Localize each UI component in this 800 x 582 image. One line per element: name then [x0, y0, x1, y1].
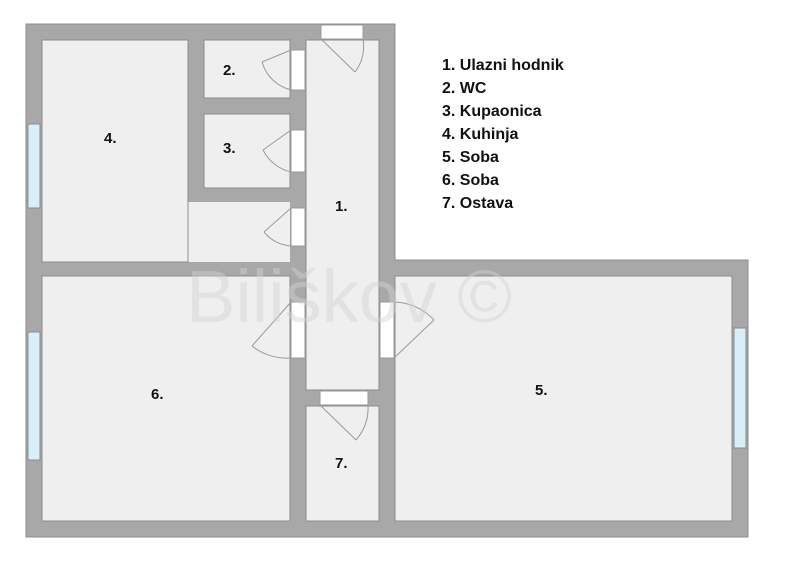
wall-3-bottom	[188, 188, 290, 202]
wall-2-3-left	[188, 40, 204, 202]
wall-4-6	[42, 262, 290, 276]
room-label-2: 2.	[223, 62, 236, 79]
room-label-7: 7.	[335, 455, 348, 472]
room-legend: 1. Ulazni hodnik 2. WC 3. Kupaonica 4. K…	[442, 54, 564, 215]
room-label-1: 1.	[335, 198, 348, 215]
floor-room-6	[42, 276, 290, 521]
floor-room-4-left	[42, 40, 188, 202]
wall-2-3-mid	[188, 98, 290, 114]
floor-room-5	[395, 276, 732, 521]
legend-item: 1. Ulazni hodnik	[442, 57, 564, 74]
legend-item: 3. Kupaonica	[442, 103, 542, 120]
window-room-6	[27, 331, 41, 461]
legend-item: 2. WC	[442, 80, 487, 97]
legend-item: 6. Soba	[442, 172, 499, 189]
wall-edges	[41, 39, 733, 522]
floor-room-3	[204, 114, 290, 188]
room-label-3: 3.	[223, 140, 236, 157]
door-openings	[290, 24, 395, 406]
floor-room-1	[306, 40, 379, 390]
room-label-4: 4.	[104, 130, 117, 147]
legend-item: 7. Ostava	[442, 195, 514, 212]
door-swings	[251, 38, 435, 441]
room-label-5: 5.	[535, 382, 548, 399]
window-room-5	[733, 327, 747, 449]
floor-room-7	[306, 406, 379, 521]
watermark: Biliškov ©	[186, 255, 512, 338]
legend-item: 5. Soba	[442, 149, 499, 166]
floor-room-2	[204, 40, 290, 98]
legend-item: 4. Kuhinja	[442, 126, 519, 143]
room-label-6: 6.	[151, 386, 164, 403]
window-room-4	[27, 123, 41, 209]
floor-room-4-lower	[42, 202, 290, 262]
